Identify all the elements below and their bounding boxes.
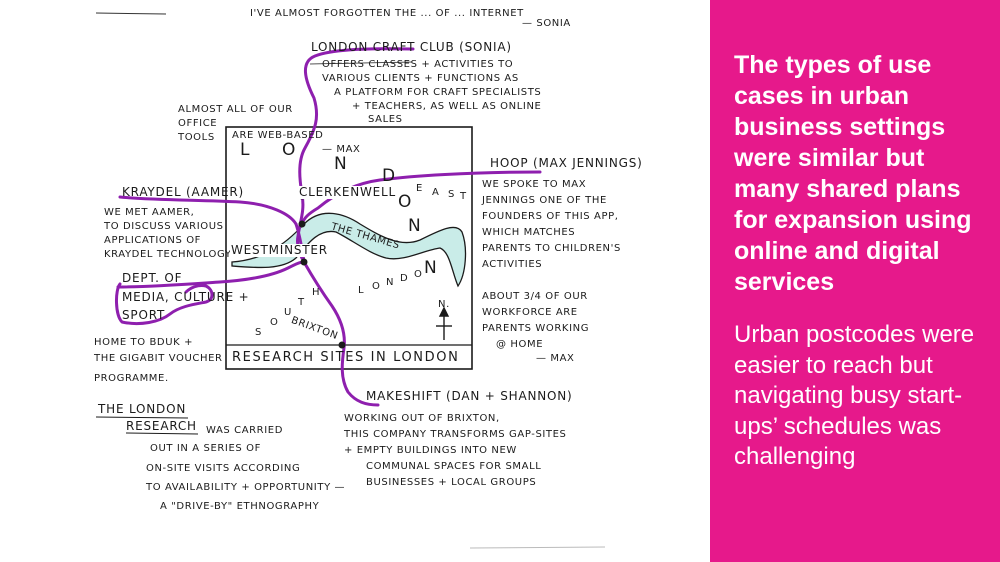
research-line: OUT IN A SERIES OF [150, 443, 261, 454]
se-letter: D [400, 273, 409, 284]
east-letter: E [416, 183, 423, 194]
hoop-title: HOOP (MAX JENNINGS) [490, 156, 643, 170]
label-westminster: WESTMINSTER [230, 243, 329, 257]
kraydel-line: APPLICATIONS OF [104, 235, 202, 246]
hoop-line: FOUNDERS OF THIS APP, [482, 211, 619, 222]
dcms-title-line: DEPT. OF [122, 271, 183, 285]
bottom-rule [469, 546, 606, 549]
route-hoop [300, 170, 542, 226]
se-letter: O [372, 281, 381, 292]
research-title-line: THE LONDON [98, 402, 187, 416]
map-caption: RESEARCH SITES IN LONDON [232, 350, 460, 365]
map-letter: N [334, 154, 347, 174]
route-kraydel [118, 195, 298, 226]
research-title-line: RESEARCH [126, 419, 197, 433]
makeshift-title: MAKESHIFT (DAN + SHANNON) [366, 389, 573, 403]
route-makeshift [302, 260, 380, 407]
route-dcms [116, 260, 306, 289]
map-letter: N [408, 216, 421, 236]
craft-club-line: OFFERS CLASSES + ACTIVITIES TO [322, 59, 514, 70]
sketch-area: I'VE ALMOST FORGOTTEN THE ... OF ... INT… [94, 8, 643, 549]
kraydel-line: KRAYDEL TECHNOLOGY [104, 249, 232, 260]
top-rule [95, 12, 167, 15]
hoop-line: ACTIVITIES [482, 259, 543, 270]
sidebar-heading: The types of use cases in urban business… [734, 51, 972, 296]
dcms-line: HOME TO BDUK + [94, 337, 194, 348]
craft-club-line: A PLATFORM FOR CRAFT SPECIALISTS [334, 87, 542, 98]
east-letter: S [448, 189, 455, 200]
map-letter: D [382, 166, 396, 186]
hoop-line: JENNINGS ONE OF THE [482, 195, 607, 206]
workforce-line: @ HOME [496, 339, 544, 350]
se-letter: L [358, 285, 365, 296]
max-quote-line: ALMOST ALL OF OUR [178, 104, 293, 115]
craft-club-line: SALES [368, 114, 403, 125]
kraydel-line: TO DISCUSS VARIOUS [104, 221, 224, 232]
makeshift-line: COMMUNAL SPACES FOR SMALL [366, 461, 542, 472]
dcms-title-line: SPORT [122, 308, 166, 322]
se-letter: O [414, 269, 423, 280]
south-letter: S [255, 327, 262, 338]
underline-craft [309, 61, 413, 65]
dcms-title-line: MEDIA, CULTURE + [122, 290, 250, 304]
underline-research [125, 432, 199, 435]
hoop-line: PARENTS TO CHILDREN'S [482, 243, 621, 254]
summary-sidebar: The types of use cases in urban business… [710, 0, 1000, 562]
south-letter: U [284, 307, 292, 318]
max-quote-line: OFFICE [178, 118, 218, 129]
max-quote-author: — MAX [322, 144, 361, 155]
south-letter: H [312, 287, 321, 298]
east-letter: A [432, 187, 440, 198]
dcms-line: PROGRAMME. [94, 373, 169, 384]
makeshift-line: THIS COMPANY TRANSFORMS GAP-SITES [344, 429, 567, 440]
workforce-line: ABOUT 3/4 OF OUR [482, 291, 588, 302]
se-letter: N [386, 277, 395, 288]
kraydel-line: WE MET AAMER, [104, 207, 195, 218]
workforce-author: — MAX [536, 353, 575, 364]
workforce-line: PARENTS WORKING [482, 323, 590, 334]
craft-club-line: + TEACHERS, AS WELL AS ONLINE [352, 101, 542, 112]
map-letter: O [282, 140, 296, 160]
map-letter: O [398, 192, 412, 212]
kraydel-title: KRAYDEL (AAMER) [122, 185, 245, 199]
route-dcms-circle [115, 282, 214, 326]
workforce-line: WORKFORCE ARE [482, 307, 578, 318]
dot-westminster [300, 258, 308, 266]
map-frame [225, 126, 473, 370]
south-letter: T [298, 297, 305, 308]
label-north: N. [438, 299, 450, 310]
label-clerkenwell: CLERKENWELL [298, 185, 398, 199]
east-letter: T [460, 191, 467, 202]
max-quote-line: ARE WEB-BASED [232, 130, 324, 141]
south-letter: O [270, 317, 279, 328]
craft-club-line: VARIOUS CLIENTS + FUNCTIONS AS [322, 73, 519, 84]
research-line: A "DRIVE-BY" ETHNOGRAPHY [160, 501, 320, 512]
dcms-line: THE GIGABIT VOUCHER [94, 353, 223, 364]
sidebar-body: Urban postcodes were easier to reach but… [734, 321, 975, 470]
compass-icon [436, 306, 452, 340]
makeshift-line: BUSINESSES + LOCAL GROUPS [366, 477, 537, 488]
max-quote-line: TOOLS [178, 132, 215, 143]
se-letter: N [424, 258, 437, 278]
top-quote: I'VE ALMOST FORGOTTEN THE ... OF ... INT… [250, 8, 524, 19]
makeshift-line: WORKING OUT OF BRIXTON, [344, 413, 500, 424]
dot-brixton [338, 341, 346, 349]
makeshift-line: + EMPTY BUILDINGS INTO NEW [344, 445, 517, 456]
map-letter: L [240, 140, 250, 160]
underline-london [95, 416, 189, 419]
top-quote-author: — SONIA [522, 18, 571, 29]
hoop-line: WE SPOKE TO MAX [482, 179, 587, 190]
dot-craft [298, 220, 306, 228]
hoop-line: WHICH MATCHES [482, 227, 576, 238]
research-line: ON-SITE VISITS ACCORDING [146, 463, 301, 474]
research-line: WAS CARRIED [206, 425, 283, 436]
craft-club-title: LONDON CRAFT CLUB (SONIA) [311, 40, 512, 54]
research-line: TO AVAILABILITY + OPPORTUNITY — [146, 482, 346, 493]
